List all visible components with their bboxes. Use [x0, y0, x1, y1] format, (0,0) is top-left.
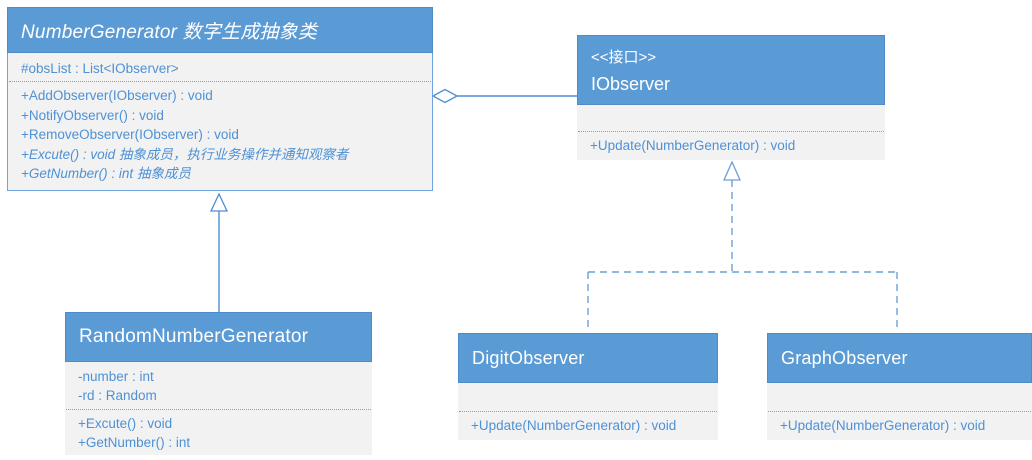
class-number-generator-title: NumberGenerator 数字生成抽象类: [21, 21, 318, 43]
class-digit-observer: DigitObserver +Update(NumberGenerator) :…: [458, 333, 718, 440]
interface-iobserver-header: <<接口>> IObserver: [577, 35, 885, 105]
method-update: +Update(NumberGenerator) : void: [590, 138, 796, 153]
realization-triangle-icon: [722, 160, 742, 181]
field-rd: -rd : Random: [78, 388, 157, 404]
class-number-generator: NumberGenerator 数字生成抽象类 #obsList : List<…: [7, 7, 433, 191]
method-notifyobserver: +NotifyObserver() : void: [21, 107, 164, 123]
interface-stereotype: <<接口>>: [591, 48, 657, 66]
class-random-number-generator: RandomNumberGenerator -number : int -rd …: [65, 312, 372, 455]
member-separator: [66, 408, 371, 410]
method-getnumber: +GetNumber() : int: [78, 435, 191, 451]
empty-fields-section: [767, 383, 1032, 411]
member-separator: [578, 131, 884, 132]
inheritance-triangle-icon: [209, 192, 229, 212]
realization-connector: [587, 160, 898, 332]
member-separator: [459, 411, 717, 412]
class-graph-observer-body: +Update(NumberGenerator) : void: [767, 383, 1032, 440]
inheritance-connector: [209, 192, 229, 312]
interface-iobserver: <<接口>> IObserver +Update(NumberGenerator…: [577, 35, 885, 160]
aggregation-connector: [431, 88, 577, 104]
class-digit-observer-header: DigitObserver: [458, 333, 718, 383]
empty-fields-section: [577, 105, 885, 131]
class-number-generator-header: NumberGenerator 数字生成抽象类: [7, 7, 433, 53]
empty-fields-section: [458, 383, 718, 411]
interface-iobserver-title: IObserver: [591, 73, 671, 94]
field-number: -number : int: [78, 369, 154, 384]
method-removeobserver: +RemoveObserver(IObserver) : void: [21, 127, 239, 143]
method-excute: +Excute() : void: [78, 415, 173, 431]
class-digit-observer-title: DigitObserver: [472, 347, 585, 368]
class-random-number-generator-body: -number : int -rd : Random +Excute() : v…: [65, 362, 372, 455]
class-number-generator-body: #obsList : List<IObserver> +AddObserver(…: [7, 53, 433, 191]
field-obslist: #obsList : List<IObserver>: [21, 61, 179, 76]
class-random-number-generator-header: RandomNumberGenerator: [65, 312, 372, 362]
class-digit-observer-body: +Update(NumberGenerator) : void: [458, 383, 718, 440]
class-graph-observer-title: GraphObserver: [781, 347, 908, 368]
method-update: +Update(NumberGenerator) : void: [471, 418, 677, 433]
method-update: +Update(NumberGenerator) : void: [780, 418, 986, 433]
interface-iobserver-body: +Update(NumberGenerator) : void: [577, 105, 885, 160]
aggregation-diamond-icon: [431, 88, 459, 104]
class-graph-observer-header: GraphObserver: [767, 333, 1032, 383]
class-random-number-generator-title: RandomNumberGenerator: [79, 326, 309, 347]
member-separator: [9, 81, 431, 83]
method-addobserver: +AddObserver(IObserver) : void: [21, 88, 213, 104]
class-graph-observer: GraphObserver +Update(NumberGenerator) :…: [767, 333, 1032, 440]
member-separator: [768, 411, 1031, 412]
method-getnumber-abstract: +GetNumber() : int 抽象成员: [21, 166, 191, 182]
method-excute-abstract: +Excute() : void 抽象成员，执行业务操作并通知观察者: [21, 146, 349, 162]
